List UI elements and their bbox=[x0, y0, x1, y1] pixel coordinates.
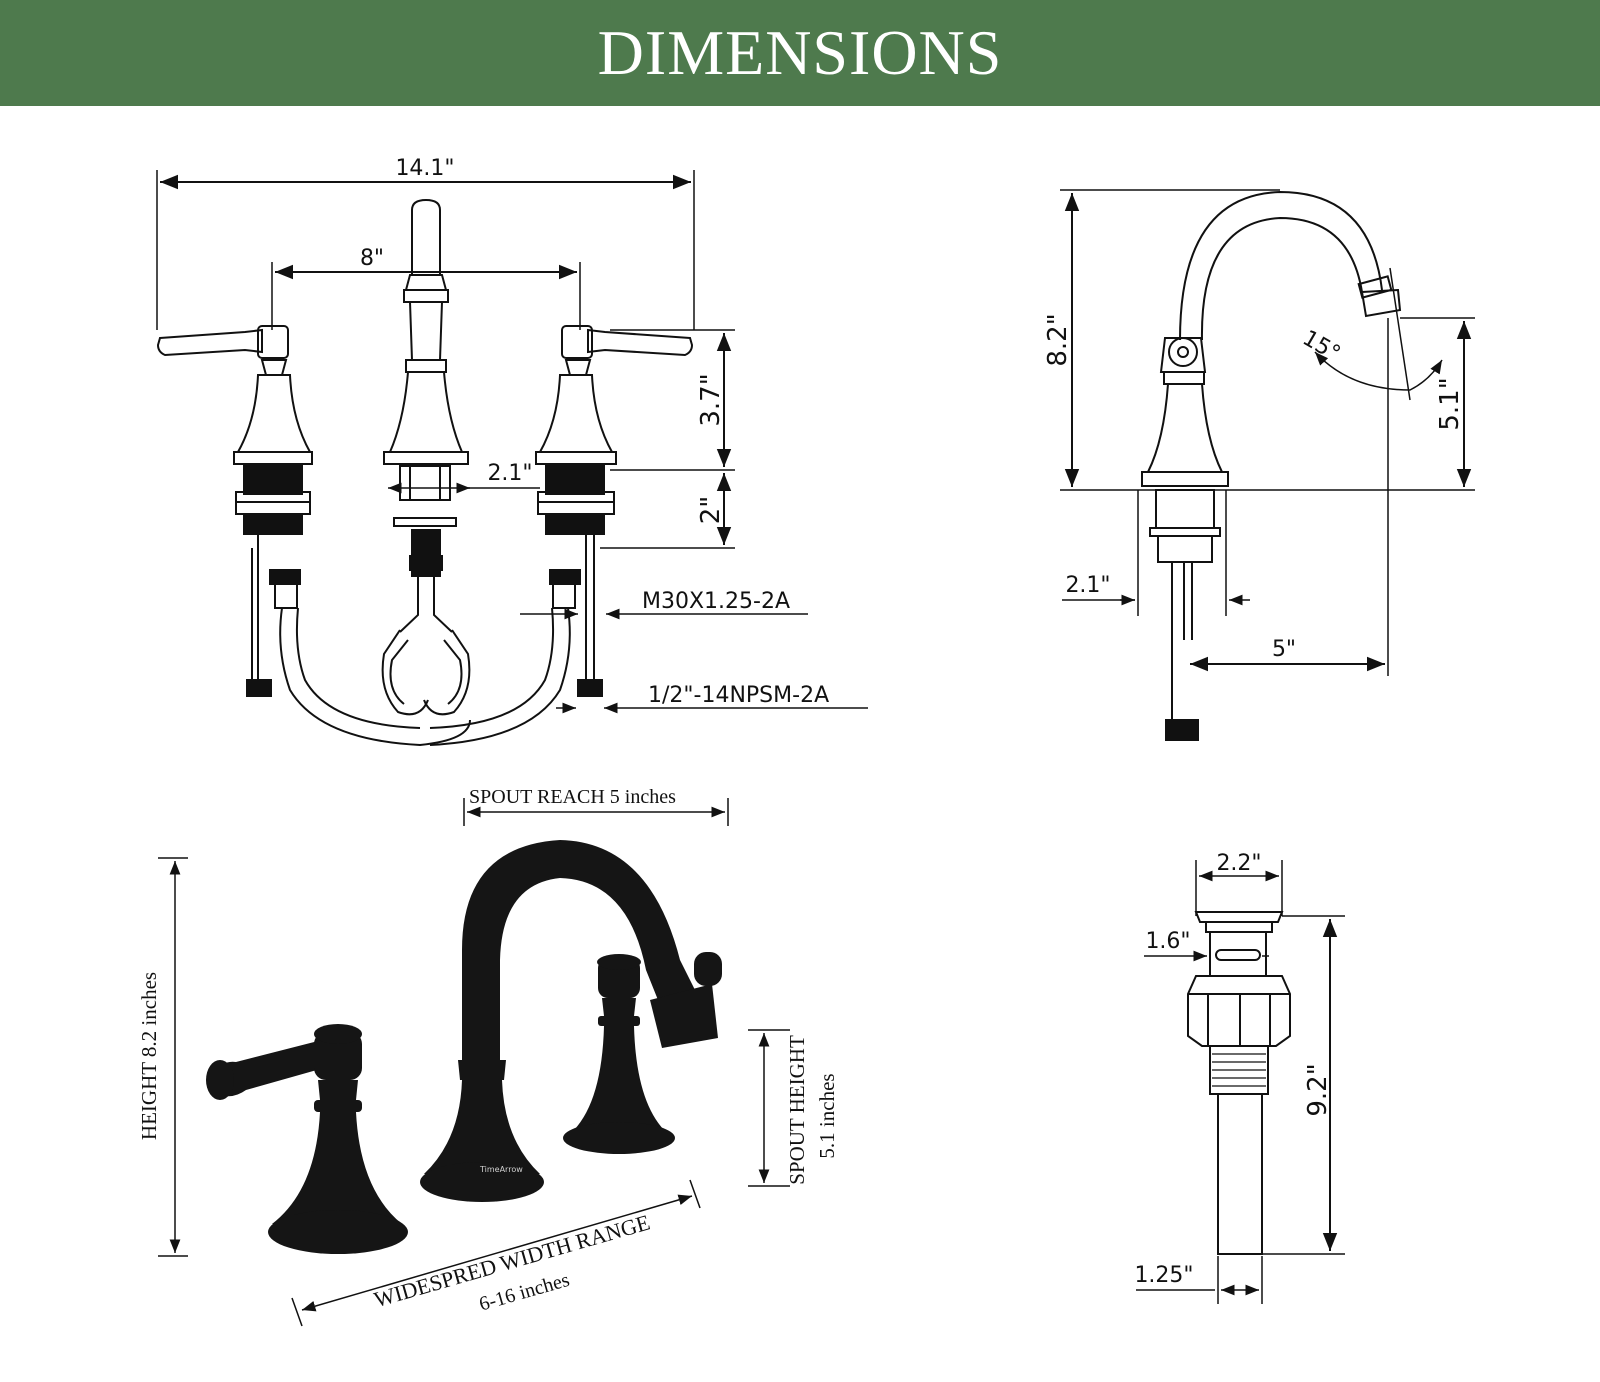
side-base-width-label: 2.1" bbox=[1065, 573, 1110, 598]
front-view-drawing bbox=[156, 170, 868, 747]
height-caption-value: 8.2 inches bbox=[137, 972, 161, 1057]
spout-height-caption-value: 5.1 inches bbox=[815, 1073, 839, 1158]
spout-reach-caption: SPOUT REACH 5 inches bbox=[469, 786, 676, 808]
height-caption-label: HEIGHT bbox=[137, 1062, 161, 1140]
side-spout-reach-label: 5" bbox=[1272, 637, 1296, 662]
shank-length-label: 2" bbox=[696, 496, 726, 525]
drain-drawing bbox=[1136, 860, 1345, 1304]
spout-reach-caption-label: SPOUT REACH bbox=[469, 786, 605, 808]
page-title: DIMENSIONS bbox=[597, 17, 1003, 88]
spout-angle-label: 15° bbox=[1298, 326, 1344, 367]
spout-height-caption-label: SPOUT HEIGHT bbox=[785, 1035, 809, 1185]
side-view-drawing bbox=[1060, 189, 1475, 741]
drain-length-label: 9.2" bbox=[1303, 1063, 1333, 1116]
drain-tail-width-label: 1.25" bbox=[1134, 1263, 1193, 1288]
spout-base-width-label: 2.1" bbox=[487, 461, 532, 486]
overall-width-label: 14.1" bbox=[395, 156, 454, 181]
drain-cap-width-label: 2.2" bbox=[1216, 851, 1261, 876]
thread-spec-label: M30X1.25-2A bbox=[642, 589, 790, 614]
faucet-photo bbox=[206, 840, 722, 1254]
brand-mark: TimeArrow bbox=[479, 1165, 523, 1174]
photo-dimension-lines bbox=[158, 798, 790, 1327]
handle-height-label: 3.7" bbox=[696, 373, 726, 426]
height-caption: HEIGHT 8.2 inches bbox=[137, 972, 161, 1140]
header-banner: DIMENSIONS bbox=[0, 0, 1600, 106]
side-spout-height-label: 5.1" bbox=[1435, 377, 1465, 430]
supply-spec-label: 1/2"-14NPSM-2A bbox=[648, 683, 829, 708]
center-spread-label: 8" bbox=[360, 246, 384, 271]
drain-body-width-label: 1.6" bbox=[1145, 929, 1190, 954]
side-total-height-label: 8.2" bbox=[1043, 313, 1073, 366]
spout-reach-caption-value: 5 inches bbox=[610, 786, 676, 808]
